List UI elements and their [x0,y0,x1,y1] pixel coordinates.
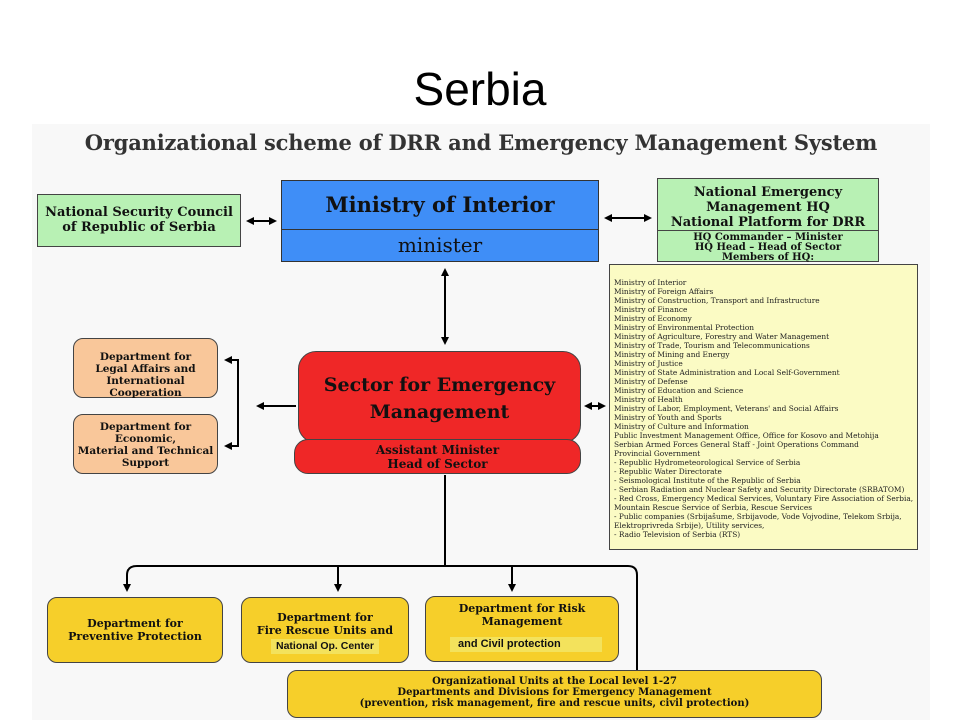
member-item: Ministry of Construction, Transport and … [614,296,820,305]
econ-line2: Material and Technical [77,445,214,457]
prevention-line1: Department for [87,617,183,630]
legal-affairs-department-box: Department for Legal Affairs and Interna… [73,338,218,399]
member-item: Ministry of Education and Science [614,386,744,395]
national-security-council-box: National Security Council of Republic of… [37,194,241,247]
sector-sub2: Head of Sector [387,457,488,471]
legal-line2: Legal Affairs and [95,363,196,375]
hq-line1: National Emergency [693,185,843,200]
member-item: Ministry of Mining and Energy [614,350,730,359]
scheme-title: Organizational scheme of DRR and Emergen… [84,130,878,155]
risk-management-department-box: Department for Risk Management and Civil… [425,596,619,662]
ministry-role: minister [397,233,483,257]
member-item: Serbian Armed Forces General Staff - Joi… [614,440,859,449]
sector-sub1: Assistant Minister [375,443,500,457]
member-item: Ministry of Finance [614,305,688,314]
risk-line1: Department for Risk [458,602,586,615]
preventive-protection-department-box: Department for Preventive Protection [47,597,223,663]
member-item: Ministry of Defense [614,377,688,386]
hq-line2: Management HQ [706,200,830,215]
minister-box: minister [281,229,599,262]
member-item: Ministry of Culture and Information [614,422,749,431]
ministry-of-interior-box: Ministry of Interior [281,180,599,230]
member-item: Ministry of Health [614,395,683,404]
member-item: Elektroprivreda Srbije), Utility service… [614,521,765,530]
member-item: Ministry of Economy [614,314,692,323]
fire-line3: National Op. Center [270,639,379,654]
head-of-sector-box: Assistant Minister Head of Sector [294,439,581,474]
member-item: Ministry of Trade, Tourism and Telecommu… [614,341,810,350]
member-item: Ministry of State Administration and Loc… [614,368,840,377]
econ-line1: Department for Economic, [99,421,192,445]
member-item: Ministry of Justice [614,359,683,368]
ministry-name: Ministry of Interior [325,192,555,217]
econ-line3: Support [121,457,170,469]
sector-emergency-management-box: Sector for Emergency Management [298,351,581,443]
member-item: - Public companies (Srbijašume, Srbijavo… [614,512,902,521]
legal-line3: International Cooperation [106,375,185,399]
fire-line1: Department for [277,611,373,624]
council-line2: of Republic of Serbia [62,220,216,235]
risk-line3: and Civil protection [450,637,602,652]
member-item: - Radio Television of Serbia (RTS) [614,530,741,539]
member-item: Ministry of Agriculture, Forestry and Wa… [614,332,830,341]
member-item: - Republic Water Directorate [614,467,722,476]
member-item: - Serbian Radiation and Nuclear Safety a… [614,485,905,494]
local-line1: Organizational Units at the Local level … [432,676,677,687]
member-item: Ministry of Foreign Affairs [614,287,714,296]
national-hq-box: National Emergency Management HQ Nationa… [657,178,879,231]
hq-detail3: Members of HQ: [721,252,815,263]
member-item: Ministry of Youth and Sports [614,413,722,422]
local-units-box: Organizational Units at the Local level … [287,670,822,718]
prevention-line2: Preventive Protection [68,630,202,643]
member-item: Public Investment Management Office, Off… [614,431,879,440]
local-line3: (prevention, risk management, fire and r… [359,698,750,709]
council-line1: National Security Council [45,205,233,220]
fire-rescue-department-box: Department for Fire Rescue Units and Nat… [241,597,409,663]
member-item: Provincial Government [614,449,701,458]
local-line2: Departments and Divisions for Emergency … [397,687,712,698]
member-item: - Seismological Institute of the Republi… [614,476,801,485]
hq-detail-box: HQ Commander – Minister HQ Head – Head o… [657,230,879,263]
legal-line1: Department for [99,351,192,363]
member-item: Mountain Rescue Service of Serbia, Rescu… [614,503,812,512]
member-item: Ministry of Environmental Protection [614,323,755,332]
sector-line2: Management [369,401,510,423]
hq-detail1: HQ Commander – Minister [693,232,843,243]
member-item: Ministry of Interior [614,278,687,287]
hq-detail2: HQ Head – Head of Sector [694,242,842,253]
fire-line2: Fire Rescue Units and [256,624,394,637]
economic-support-department-box: Department for Economic, Material and Te… [73,414,218,474]
member-item: Ministry of Labor, Employment, Veterans'… [614,404,839,413]
risk-line2: Management [481,615,563,628]
member-item: - Republic Hydrometeorological Service o… [614,458,801,467]
slide-title: Serbia [413,63,547,115]
hq-line3: National Platform for DRR [670,215,866,230]
member-item: - Red Cross, Emergency Medical Services,… [614,494,913,503]
sector-line1: Sector for Emergency [323,374,556,396]
